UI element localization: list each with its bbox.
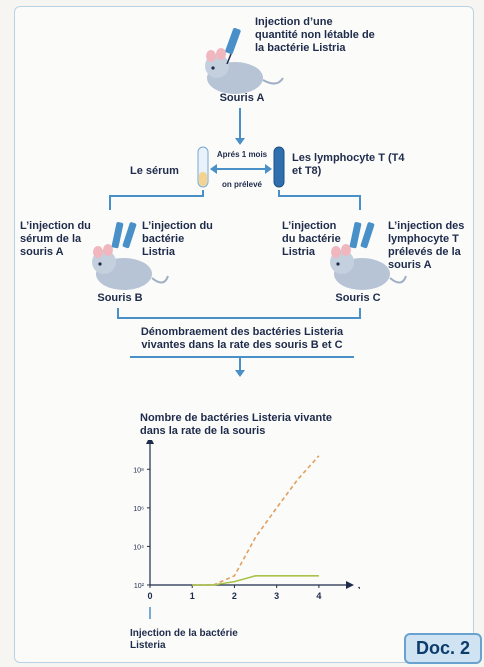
chart-annotation: Injection de la bactérie Listeria bbox=[130, 628, 238, 651]
series-line-2 bbox=[192, 574, 319, 586]
souris-b-label: Souris B bbox=[97, 292, 143, 304]
mouse-b-illustration bbox=[92, 222, 169, 290]
x-axis-arrow bbox=[346, 581, 354, 589]
x-tick-label: 2 bbox=[232, 591, 237, 601]
serum-tube bbox=[197, 146, 209, 188]
chart-ylabel: Nombre de bactéries Listeria vivante dan… bbox=[140, 412, 332, 437]
x-tick-label: 4 bbox=[316, 591, 321, 601]
injection-a-label: Injection d’une quantité non létable de … bbox=[255, 16, 375, 54]
prelevement-label: on prélevé bbox=[221, 180, 262, 189]
souris-a-label: Souris A bbox=[219, 92, 265, 104]
mouse-b-left-label: L’injection du sérum de la souris A bbox=[20, 220, 91, 258]
merge-connector bbox=[117, 308, 361, 319]
lymph-label: Les lymphocyte T (T4 et T8) bbox=[292, 152, 405, 177]
growth-chart: 0 1 2 3 4 10² 10⁴ 10⁶ 10⁸ Jours bbox=[133, 440, 360, 619]
x-axis-label: Jours bbox=[358, 581, 360, 592]
x-tick-label: 1 bbox=[190, 591, 195, 601]
mouse-a-illustration bbox=[205, 27, 284, 94]
series-line-1 bbox=[192, 455, 320, 586]
arrow-down-count bbox=[235, 356, 245, 377]
arrow-down-a bbox=[235, 108, 245, 145]
mouse-c-illustration bbox=[330, 222, 407, 290]
count-label: Dénombraement des bactéries Listeria viv… bbox=[130, 324, 354, 358]
y-tick-label: 10⁴ bbox=[133, 544, 144, 551]
mouse-c-right-label: L’injection des lymphocyte T prélevés de… bbox=[388, 220, 465, 271]
mouse-b-right-label: L’injection du bactérie Listria bbox=[142, 220, 213, 258]
mouse-c-left-label: L’injection du bactérie Listria bbox=[282, 220, 341, 258]
y-axis-arrow bbox=[146, 440, 154, 444]
document-panel bbox=[14, 6, 474, 663]
lymph-tube bbox=[273, 146, 285, 188]
x-tick-label: 0 bbox=[147, 591, 152, 601]
serum-label: Le sérum bbox=[130, 165, 179, 177]
branch-connector bbox=[109, 190, 361, 210]
double-arrow bbox=[210, 164, 272, 174]
time-label: Aprés 1 mois bbox=[216, 150, 268, 159]
y-tick-label: 10⁸ bbox=[133, 467, 144, 474]
y-tick-label: 10⁶ bbox=[133, 506, 144, 513]
y-tick-label: 10² bbox=[134, 583, 145, 590]
souris-c-label: Souris C bbox=[335, 292, 381, 304]
doc-badge: Doc. 2 bbox=[403, 633, 482, 664]
x-tick-label: 3 bbox=[274, 591, 279, 601]
